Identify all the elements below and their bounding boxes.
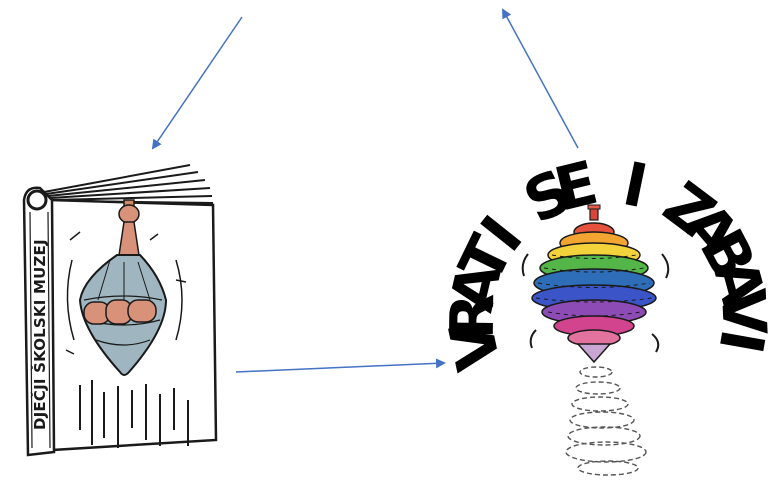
- spine-title: DJEČJI ŠKOLSKI MUZEJ: [30, 239, 49, 430]
- arrow-top-to-book: [153, 17, 242, 148]
- arrow-slogan-to-top: [503, 10, 578, 148]
- spin-swirl-lines: [566, 367, 646, 475]
- museum-book-illustration: DJEČJI ŠKOLSKI MUZEJ: [24, 165, 216, 455]
- spine-ring-icon: [28, 191, 46, 209]
- book-pages: [44, 165, 213, 203]
- slogan-letter: I: [617, 149, 653, 222]
- arrow-book-to-slogan: [236, 363, 444, 372]
